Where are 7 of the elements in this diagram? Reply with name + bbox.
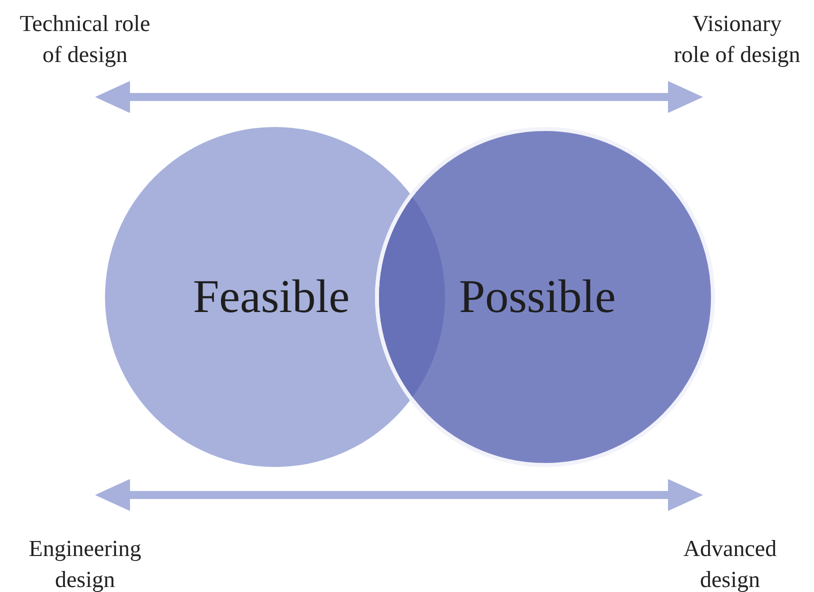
axis-end-label: Engineering design [28, 535, 142, 592]
axis-end-label: Visionary role of design [672, 10, 802, 70]
circle-label: Possible [459, 270, 616, 324]
axis-end-label: Advanced design [682, 535, 778, 592]
circle-label: Feasible [193, 270, 350, 324]
venn-circle [375, 127, 715, 467]
axis-end-label: Technical role of design [18, 10, 152, 70]
